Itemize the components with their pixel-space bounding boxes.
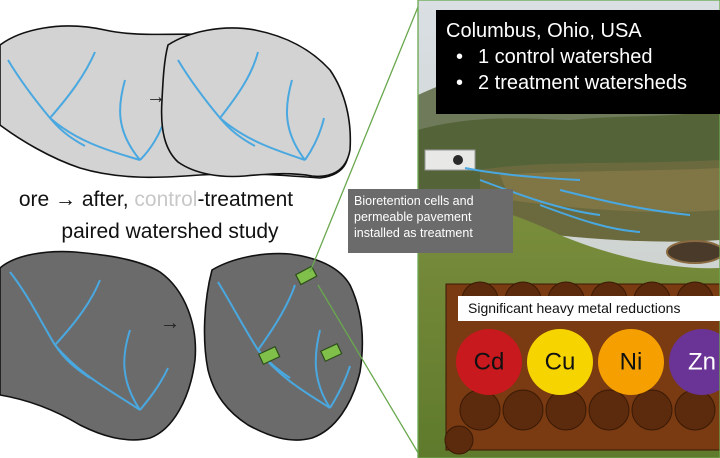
treatment-watershed-after bbox=[203, 252, 364, 441]
study-heading-line1: ore → after, control-treatment bbox=[0, 188, 326, 212]
location-title: Columbus, Ohio, USA bbox=[446, 20, 642, 42]
metal-ball-ni bbox=[598, 329, 664, 395]
location-box: Columbus, Ohio, USA 1 control watershed … bbox=[436, 10, 720, 114]
arrow-top: → bbox=[146, 86, 166, 108]
metal-ball-zn bbox=[669, 329, 720, 395]
stream-network bbox=[9, 271, 169, 411]
metal-ball-cd bbox=[456, 329, 522, 395]
reduction-label: Significant heavy metal reductions bbox=[458, 296, 720, 321]
bioretention-cell-1 bbox=[294, 265, 318, 286]
control-watershed-after bbox=[160, 27, 352, 178]
bioretention-cell-2 bbox=[257, 345, 281, 366]
watershed-list: 1 control watershed 2 treatment watershe… bbox=[446, 44, 710, 96]
metal-label-ni: Ni bbox=[620, 349, 643, 376]
arrow-bottom: → bbox=[160, 312, 180, 334]
flow-arrows bbox=[464, 167, 691, 233]
heading-control-word: control bbox=[134, 188, 198, 211]
treatment-caption: Bioretention cells and permeable pavemen… bbox=[348, 189, 513, 253]
metal-label-cd: Cd bbox=[474, 349, 505, 376]
stream-network bbox=[217, 281, 351, 409]
metal-balls: Cd Cu Ni Zn bbox=[456, 329, 720, 395]
stream-network bbox=[177, 51, 325, 161]
zoom-lines bbox=[309, 1, 421, 457]
study-heading-line2: paired watershed study bbox=[61, 220, 279, 243]
watershed-list-item: 2 treatment watersheds bbox=[456, 70, 710, 96]
metal-label-zn: Zn bbox=[688, 349, 716, 376]
permeable-pavement bbox=[319, 342, 343, 363]
metal-label-cu: Cu bbox=[545, 349, 576, 376]
heading-suffix: -treatment bbox=[197, 188, 294, 211]
heading-prefix: ore → after, bbox=[18, 188, 135, 211]
watershed-list-item: 1 control watershed bbox=[456, 44, 710, 70]
metal-ball-cu bbox=[527, 329, 593, 395]
watershed-outline bbox=[160, 27, 352, 178]
watershed-outline bbox=[0, 250, 197, 441]
treatment-watershed-before bbox=[0, 250, 197, 441]
